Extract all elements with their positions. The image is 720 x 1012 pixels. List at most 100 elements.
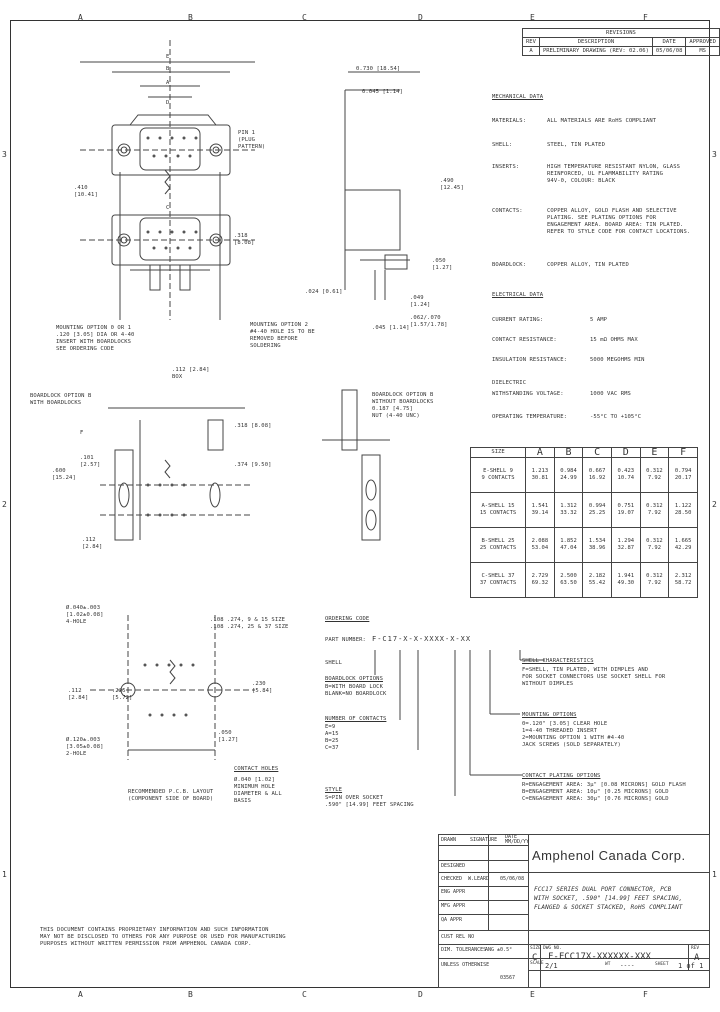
table-cell: 0.312 7.92 [639, 527, 670, 563]
tb-qa-approved: QA APPR [441, 917, 463, 923]
zone-top-c: C [302, 13, 307, 22]
table-cell: 1.941 49.30 [610, 562, 641, 598]
dim-r: .230 [5.84] [252, 681, 273, 694]
front-view-pcb [80, 169, 255, 291]
table-cell: 1.534 38.96 [582, 527, 612, 563]
dimension-table: SIZE A B C D E F E-SHELL 9 9 CONTACTS 1.… [469, 447, 698, 598]
rev-cell-desc: PRELIMINARY DRAWING (REV: 02.06) [538, 46, 653, 56]
tb-tol-d: 03567 [500, 975, 516, 981]
zone-bottom-d: D [418, 990, 423, 999]
part-number-label: PART NUMBER: [325, 637, 366, 643]
shell-code-label: SHELL [325, 660, 343, 666]
resistance-value: 15 mΩ OHMS MAX [590, 337, 638, 343]
table-cell: 1.541 39.14 [525, 492, 555, 528]
boardlock-option-note: BOARDLOCK OPTION B WITH BOARDLOCKS [30, 393, 92, 406]
table-cell: 1.852 47.04 [553, 527, 584, 563]
mount-options-body: 0=.120" [3.05] CLEAR HOLE 1=4-40 THREADE… [522, 721, 625, 748]
withstanding-value: 1000 VAC RMS [590, 391, 631, 397]
shell-label: SHELL: [492, 142, 513, 148]
table-cell: E-SHELL 9 9 CONTACTS [469, 457, 527, 493]
boardlock-label: BOARDLOCK: [492, 262, 527, 268]
side-view [344, 71, 420, 300]
pin-pattern [143, 136, 198, 717]
tb-drawn-label: DRAWN [441, 837, 457, 843]
dim-024: .024 [0.61] [305, 289, 343, 295]
zone-top-a: A [78, 13, 83, 22]
insulation-value: 5000 MEGOHMS MIN [590, 357, 645, 363]
tb-checked-date: 05/06/08 [500, 876, 525, 882]
tb-dwg-value: F-FCC17X-XXXXXX-XXX [548, 952, 651, 962]
dim-pcb: .062/.070 [1.57/1.78] [410, 315, 448, 328]
disclaimer: THIS DOCUMENT CONTAINS PROPRIETARY INFOR… [40, 927, 286, 947]
tb-checked-label: CHECKED [441, 876, 463, 882]
tb-dwg-label: DWG NO. [543, 946, 562, 951]
contacts-label: CONTACTS: [492, 208, 523, 214]
tb-designed-label: DESIGNED [441, 863, 466, 869]
tb-title-text: FCC17 SERIES DUAL PORT CONNECTOR, PCB WI… [534, 886, 683, 911]
dielectric-label: DIELECTRIC [492, 380, 527, 386]
dim-049: .049 [1.24] [410, 295, 431, 308]
zone-right-3: 1 [712, 870, 717, 879]
inserts-value: HIGH TEMPERATURE RESISTANT NYLON, GLASS … [547, 164, 681, 184]
dim-374: .374 [9.50] [234, 462, 272, 468]
table-cell: 2.182 55.42 [582, 562, 612, 598]
tb-tol-b: ANG ±0.5° [485, 947, 513, 953]
contact-holes-body: Ø.040 [1.02] MINIMUM HOLE DIAMETER & ALL… [234, 777, 282, 804]
zone-bottom-e: E [530, 990, 535, 999]
plating-title: CONTACT PLATING OPTIONS [522, 773, 601, 779]
table-cell: 2.729 69.32 [525, 562, 555, 598]
tb-size-label: SIZE [530, 946, 541, 951]
tb-wt-label: WT [605, 962, 611, 967]
dim-490: .490 [12.45] [440, 178, 464, 191]
tb-wt-value: ---- [620, 962, 635, 969]
style-title: STYLE [325, 787, 343, 793]
zone-bottom-c: C [302, 990, 307, 999]
dim-label-a: A [166, 80, 170, 86]
tb-drawn-by: SIGNATURE [470, 837, 498, 843]
zone-right-1: 3 [712, 150, 717, 159]
table-cell: 0.423 10.74 [610, 457, 641, 493]
tb-scale-label: SCALE [530, 961, 544, 966]
pcb-layout-view [90, 615, 255, 760]
current-label: CURRENT RATING: [492, 317, 544, 323]
table-cell: 0.794 20.17 [668, 457, 698, 493]
shell-char-body: F=SHELL, TIN PLATED, WITH DIMPLES AND FO… [522, 667, 666, 687]
boardlock-view [100, 389, 390, 541]
table-cell: C-SHELL 37 37 CONTACTS [469, 562, 527, 598]
materials-label: MATERIALS: [492, 118, 527, 124]
plating-body: R=ENGAGEMENT AREA: 3μ" [0.08 MICRONS] GO… [522, 782, 686, 802]
table-cell: 1.122 28.50 [668, 492, 698, 528]
dim-label-b: B [166, 66, 170, 72]
dim-112b: .112 [2.84] [68, 688, 89, 701]
tb-rev-label: REV [691, 946, 700, 951]
tb-mfg-approved: MFG APPR [441, 903, 466, 909]
zone-bottom-b: B [188, 990, 193, 999]
materials-value: ALL MATERIALS ARE RoHS COMPLIANT [547, 118, 657, 124]
zone-right-2: 2 [712, 500, 717, 509]
dim-hole-bot: Ø.120±.003 [3.05±0.08] 2-HOLE [66, 737, 104, 757]
table-cell: B-SHELL 25 25 CONTACTS [469, 527, 527, 563]
title-block [438, 834, 710, 988]
ordering-title: ORDERING CODE [325, 616, 370, 622]
zone-bottom-a: A [78, 990, 83, 999]
elec-heading: ELECTRICAL DATA [492, 292, 544, 298]
tb-size-value: C [532, 953, 538, 963]
contacts-count-body: E=9 A=15 B=25 C=37 [325, 724, 339, 751]
contacts-count-title: NUMBER OF CONTACTS [325, 716, 387, 722]
dim-112: .112 [2.84] [82, 537, 103, 550]
zone-top-f: F [643, 13, 648, 22]
boardlock-title: BOARDLOCK OPTIONS [325, 676, 383, 682]
shell-value: STEEL, TIN PLATED [547, 142, 605, 148]
dim-label-d: D [166, 100, 170, 106]
tb-sheet-label: SHEET [655, 962, 669, 967]
mount-option-0-note: MOUNTING OPTION 0 OR 1 .120 [3.05] DIA O… [56, 325, 135, 352]
table-cell: 1.312 33.32 [553, 492, 584, 528]
tb-date-label: DATE MM/DD/YY [505, 834, 530, 845]
dim-600: .600 [15.24] [52, 468, 76, 481]
zone-bottom-f: F [643, 990, 648, 999]
mount-options-title: MOUNTING OPTIONS [522, 712, 577, 718]
mech-heading: MECHANICAL DATA [492, 94, 544, 100]
temp-label: OPERATING TEMPERATURE: [492, 414, 568, 420]
tb-eng-approved: ENG APPR [441, 889, 466, 895]
temp-value: -55°C TO +105°C [590, 414, 642, 420]
